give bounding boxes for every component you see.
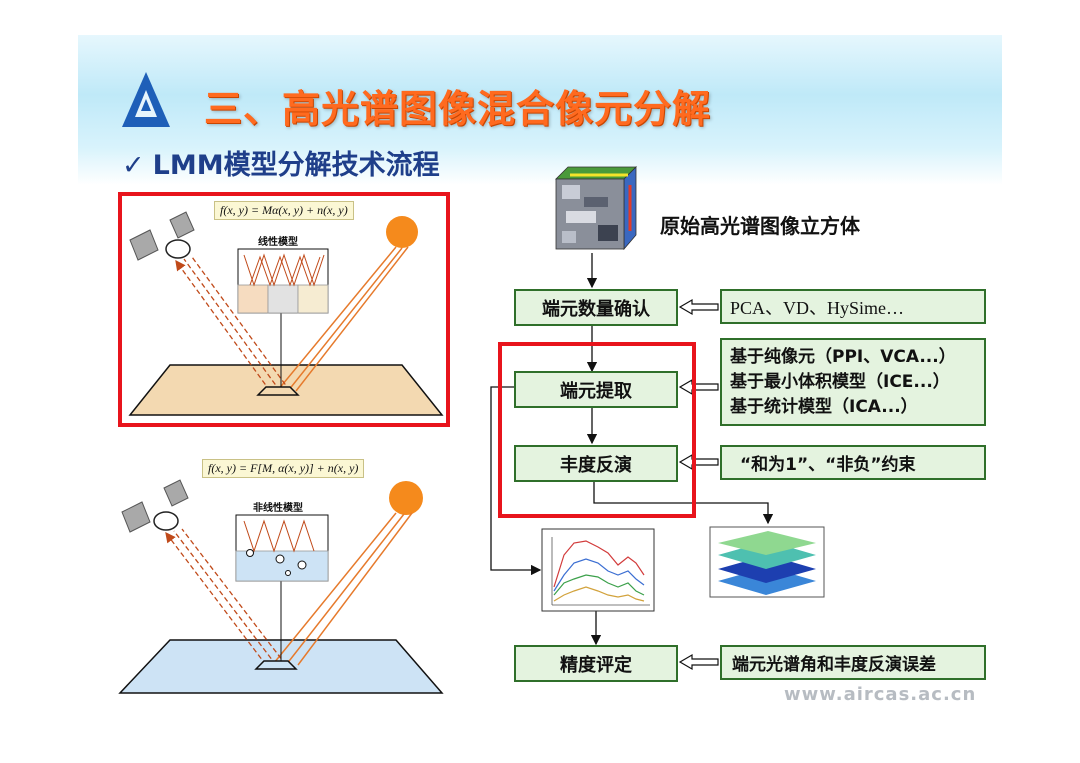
subtitle-text: LMM模型分解技术流程	[153, 150, 440, 181]
input-endmember-count-methods: PCA、VD、HySime…	[720, 289, 986, 324]
sun-icon	[389, 481, 423, 515]
input-accuracy-metrics: 端元光谱角和丰度反演误差	[720, 645, 986, 680]
extraction-method-min-volume: 基于最小体积模型（ICE...）	[730, 370, 950, 395]
step-abundance-inversion: 丰度反演	[514, 445, 678, 482]
logo-text: AIR	[135, 117, 152, 127]
step-accuracy-assessment: 精度评定	[514, 645, 678, 682]
nonlinear-model-label: 非线性模型	[253, 499, 303, 514]
check-icon: ✓	[122, 150, 145, 181]
extraction-method-pure-pixel: 基于纯像元（PPI、VCA...）	[730, 345, 956, 370]
input-extraction-methods: 基于纯像元（PPI、VCA...） 基于最小体积模型（ICE...） 基于统计模…	[720, 338, 986, 426]
input-abundance-constraints: “和为1”、“非负”约束	[720, 445, 986, 480]
step-endmember-count: 端元数量确认	[514, 289, 678, 326]
linear-model-highlight-frame	[118, 192, 450, 427]
linear-formula: f(x, y) = Mα(x, y) + n(x, y)	[214, 201, 354, 220]
nonlinear-formula: f(x, y) = F[M, α(x, y)] + n(x, y)	[202, 459, 364, 478]
page-subtitle: ✓ LMM模型分解技术流程	[122, 143, 440, 182]
footer-url: www.aircas.ac.cn	[784, 684, 976, 705]
linear-model-label: 线性模型	[258, 233, 298, 248]
cube-label: 原始高光谱图像立方体	[660, 210, 860, 239]
hyperspectral-cube-image	[556, 167, 636, 249]
extraction-method-statistical: 基于统计模型（ICA...）	[730, 395, 918, 420]
satellite-icon	[122, 480, 188, 532]
abundance-maps-image	[710, 527, 824, 597]
slide: AIR 三、高光谱图像混合像元分解 ✓ LMM模型分解技术流程 f(x, y) =…	[78, 35, 1002, 728]
endmember-spectra-plot	[542, 529, 654, 611]
page-title: 三、高光谱图像混合像元分解	[204, 78, 711, 133]
extraction-highlight-frame	[498, 342, 696, 518]
step-endmember-extraction: 端元提取	[514, 371, 678, 408]
